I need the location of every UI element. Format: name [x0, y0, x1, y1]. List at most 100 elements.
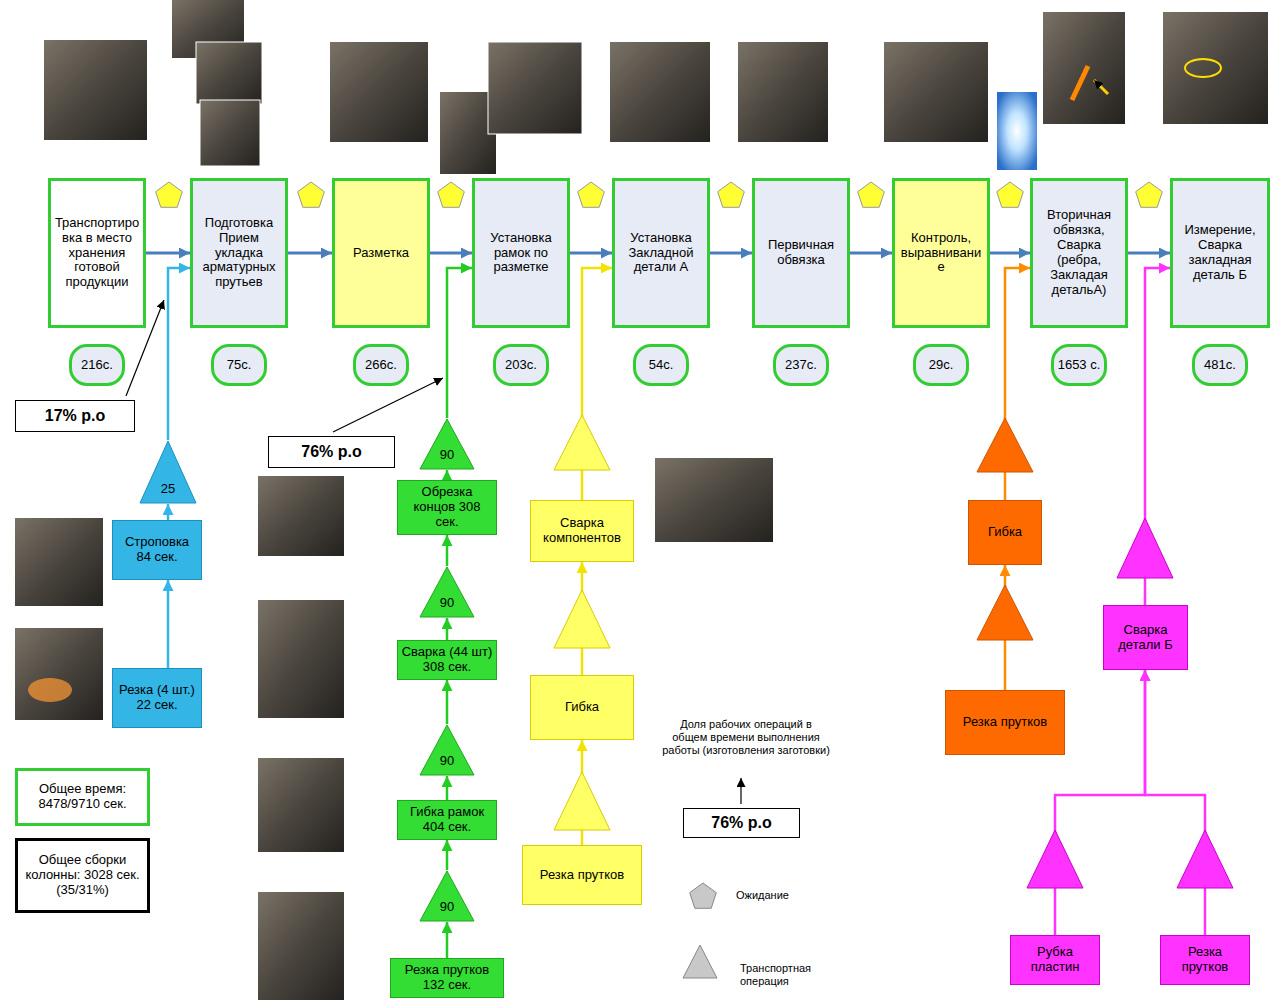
node-text: Резка прутков 132 сек. — [394, 963, 500, 993]
transport-triangle: 90 — [419, 418, 475, 470]
photo — [258, 892, 344, 1000]
node-text: 29с. — [929, 358, 954, 373]
total-box: Общее время: 8478/9710 сек. — [15, 768, 150, 826]
flow-arrow — [146, 252, 190, 255]
node-text: Контроль, выравнивание — [898, 231, 984, 276]
photo — [258, 476, 344, 556]
transport-triangle — [1177, 830, 1233, 888]
wait-pentagon — [997, 182, 1024, 207]
feeder-box: Гибка рамок 404 сек. — [397, 800, 497, 840]
wait-pentagon — [298, 182, 325, 207]
triangle-shape — [420, 567, 474, 617]
node-text: Измерение, Сварка закладная деталь Б — [1176, 223, 1264, 283]
process-box: Измерение, Сварка закладная деталь Б — [1170, 178, 1270, 328]
node-text: 90 — [440, 596, 454, 611]
legend-text: Транспортная операция — [740, 962, 811, 987]
photo — [1163, 12, 1268, 124]
photo — [330, 42, 428, 142]
triangle-outline — [419, 418, 475, 470]
node-text: 17% р.о — [45, 407, 105, 425]
node-text: 266с. — [365, 358, 397, 373]
ratio-box: 76% р.о — [268, 436, 395, 468]
node-text: 90 — [440, 754, 454, 769]
photo — [1043, 12, 1125, 124]
triangle-outline — [419, 724, 475, 776]
flow-arrow — [446, 680, 449, 724]
flow-arrow — [167, 580, 170, 668]
photo — [884, 42, 988, 142]
flow-arrow — [570, 252, 612, 255]
node-text: Обрезка концов 308 сек. — [401, 485, 493, 530]
photo-arrow — [1094, 80, 1108, 94]
transport-triangle — [977, 418, 1033, 472]
node-text: 76% р.о — [711, 814, 771, 832]
triangle-shape — [140, 441, 196, 503]
node-text: 25 — [161, 482, 175, 497]
flow-arrow — [1145, 670, 1205, 935]
transport-triangle: 25 — [139, 440, 197, 504]
transport-triangle: 90 — [419, 724, 475, 776]
node-text: Первичная обвязка — [758, 238, 844, 268]
feeder-box: Сварка компонентов — [530, 500, 634, 562]
triangle-shape — [420, 871, 474, 921]
flow-arrow — [710, 252, 752, 255]
photo — [655, 458, 773, 542]
cycle-time: 29с. — [913, 344, 969, 386]
ratio-box: 76% р.о — [683, 808, 800, 838]
process-box: Установка рамок по разметке — [472, 178, 570, 328]
wait-pentagon — [1136, 182, 1163, 207]
process-box: Контроль, выравнивание — [892, 178, 990, 328]
feeder-box: Строповка 84 сек. — [112, 520, 202, 580]
photo — [15, 628, 103, 720]
flow-arrow — [1055, 670, 1145, 935]
process-box: Подготовка Прием укладка арматурных прут… — [190, 178, 288, 328]
flow-arrow — [446, 776, 449, 800]
node-text: Резка прутков — [963, 715, 1047, 730]
photo — [200, 100, 260, 166]
flow-arrow — [850, 252, 892, 255]
feeder-box: Сварка детали Б — [1103, 605, 1188, 670]
photo — [610, 42, 710, 142]
node-text: Транспортировка в место хранения готовой… — [54, 216, 140, 291]
flow-arrow — [446, 535, 449, 566]
photo — [258, 600, 344, 718]
flow-arrow — [447, 268, 472, 418]
node-text: Установка рамок по разметке — [478, 231, 564, 276]
node-text: Установка Закладной детали А — [618, 231, 704, 276]
wait-pentagon — [156, 182, 183, 207]
photo — [196, 42, 262, 104]
legend-entry: Транспортная операция — [740, 962, 835, 988]
node-text: 237с. — [785, 358, 817, 373]
transport-triangle — [554, 590, 610, 648]
node-text: Строповка 84 сек. — [116, 535, 198, 565]
cycle-time: 266с. — [353, 344, 409, 386]
node-text: 216с. — [81, 358, 113, 373]
cycle-time: 1653 с. — [1051, 344, 1107, 386]
legend-symbol — [683, 945, 717, 978]
transport-triangle — [554, 415, 610, 470]
feeder-box: Сварка (44 шт) 308 сек. — [397, 640, 497, 680]
transport-triangle: 90 — [419, 566, 475, 618]
legend-entry: Ожидание — [736, 889, 856, 902]
total-box: Общее сборки колонны: 3028 сек. (35/31%) — [15, 838, 150, 913]
flow-arrow — [446, 922, 449, 958]
transport-triangle — [1027, 830, 1083, 888]
node-text: Гибка рамок 404 сек. — [401, 805, 493, 835]
photo-mark — [28, 678, 72, 702]
feeder-box: Обрезка концов 308 сек. — [397, 480, 497, 535]
node-text: Гибка — [565, 700, 599, 715]
node-text: 203с. — [505, 358, 537, 373]
cycle-time: 54с. — [633, 344, 689, 386]
flow-arrow — [446, 840, 449, 870]
node-text: 90 — [440, 900, 454, 915]
transport-triangle — [554, 772, 610, 830]
flow-arrow — [446, 470, 449, 480]
node-text: Подготовка Прием укладка арматурных прут… — [196, 216, 282, 291]
process-box: Вторичная обвязка, Сварка (ребра, Заклад… — [1030, 178, 1128, 328]
flow-arrow — [168, 268, 190, 440]
leader-line — [333, 378, 443, 432]
flow-arrow — [990, 252, 1030, 255]
node-text: Гибка — [988, 525, 1022, 540]
feeder-box: Резка прутков 132 сек. — [390, 958, 504, 998]
